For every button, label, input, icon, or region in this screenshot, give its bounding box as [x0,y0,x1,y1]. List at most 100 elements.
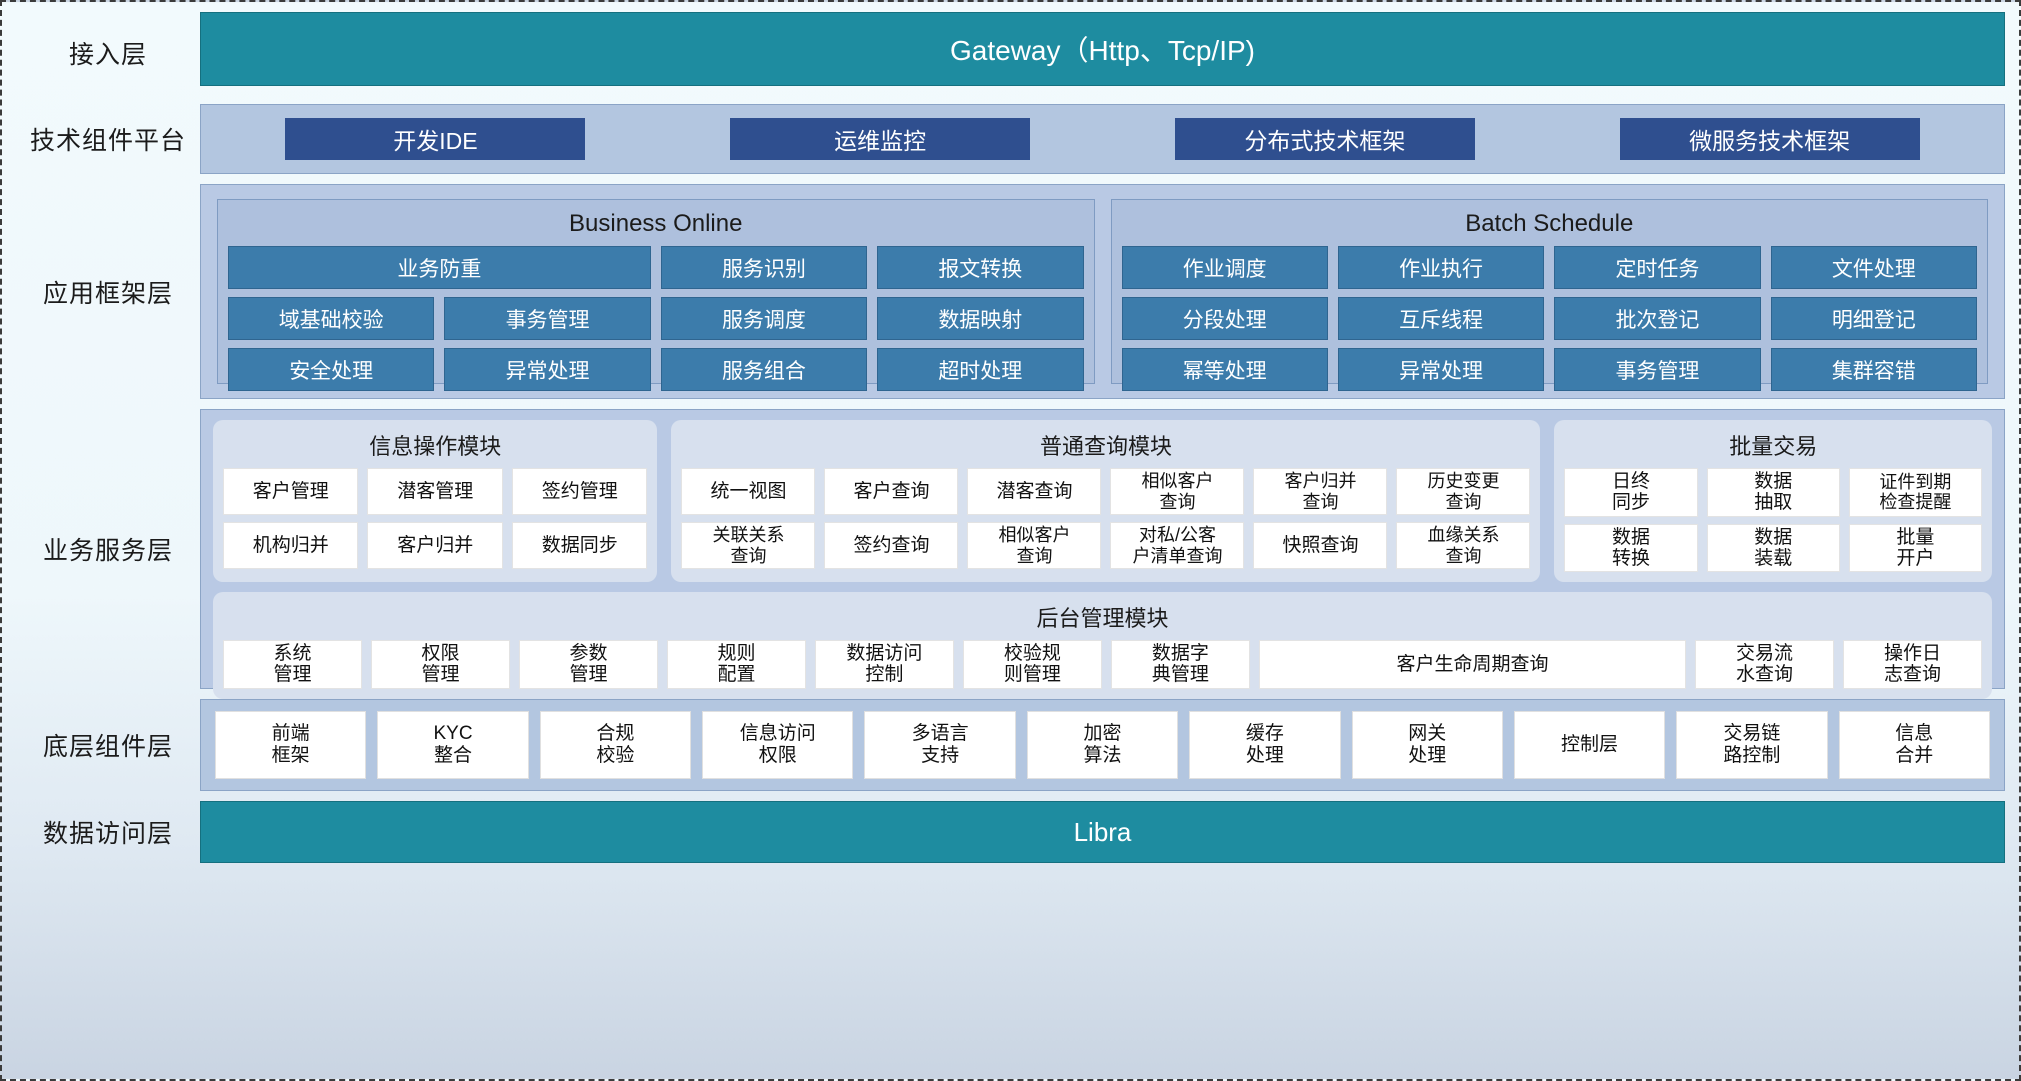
service-cell[interactable]: 相似客户查询 [967,522,1102,569]
service-cell[interactable]: 机构归并 [223,522,359,569]
backoffice-cell[interactable]: 数据字典管理 [1110,640,1250,689]
backoffice-cell[interactable]: 规则配置 [666,640,806,689]
backoffice-cell[interactable]: 操作日志查询 [1843,640,1982,689]
base-component-cell[interactable]: 控制层 [1513,711,1666,779]
service-cell[interactable]: 客户管理 [223,468,359,515]
backoffice-cell[interactable]: 校验规则管理 [962,640,1102,689]
service-cell[interactable]: 签约管理 [511,468,648,515]
base-component-cell[interactable]: 缓存处理 [1189,711,1341,779]
framework-cell[interactable]: 批次登记 [1554,297,1761,340]
layer-body-tech: 开发IDE 运维监控 分布式技术框架 微服务技术框架 [200,104,2005,174]
backoffice-cell[interactable]: 客户生命周期查询 [1258,640,1687,689]
service-cell[interactable]: 签约查询 [824,522,959,569]
service-cell[interactable]: 统一视图 [681,468,816,515]
framework-cell[interactable]: 服务识别 [660,246,868,289]
framework-cell[interactable]: 作业调度 [1121,246,1328,289]
service-cell[interactable]: 关联关系查询 [681,522,816,569]
layer-row-dataaccess: 数据访问层 Libra [16,801,2005,863]
service-cell[interactable]: 数据转换 [1564,523,1698,573]
framework-cell[interactable]: 文件处理 [1770,246,1977,289]
service-cell[interactable]: 潜客查询 [967,468,1102,515]
framework-cell[interactable]: 服务组合 [660,348,868,391]
app-framework-panel-2: Batch Schedule 作业调度作业执行定时任务文件处理分段处理互斥线程批次… [1110,199,1988,391]
service-cell[interactable]: 数据装载 [1706,523,1840,573]
service-cell[interactable]: 数据抽取 [1706,468,1840,517]
service-cell[interactable]: 客户归并 [367,522,503,569]
layer-row-business: 业务服务层 信息操作模块客户管理潜客管理签约管理机构归并客户归并数据同步普通查询… [16,409,2005,699]
framework-cell[interactable]: 明细登记 [1770,297,1977,340]
base-component-cell[interactable]: 合规校验 [539,711,692,779]
framework-cell[interactable]: 安全处理 [228,348,435,391]
base-component-cell[interactable]: 多语言支持 [864,711,1016,779]
framework-cell[interactable]: 数据映射 [877,297,1084,340]
service-cell[interactable]: 客户查询 [824,468,959,515]
backoffice-cell[interactable]: 系统管理 [223,640,362,689]
layer-label-access: 接入层 [68,41,147,69]
framework-cell[interactable]: 域基础校验 [228,297,435,340]
base-component-cell[interactable]: 信息合并 [1838,711,1990,779]
module-title: 批量交易 [1729,434,1818,459]
layer-body-dataaccess: Libra [200,801,2005,863]
backoffice-cell[interactable]: 权限管理 [370,640,510,689]
tech-component-2[interactable]: 运维监控 [730,118,1031,160]
module-title: 后台管理模块 [1036,606,1169,632]
gateway-bar[interactable]: Gateway（Http、Tcp/IP) [200,12,2005,86]
tech-component-1[interactable]: 开发IDE [285,118,586,160]
framework-cell[interactable]: 报文转换 [877,246,1084,289]
service-cell[interactable]: 血缘关系查询 [1396,522,1531,569]
service-cell[interactable]: 客户归并查询 [1253,468,1388,515]
service-cell[interactable]: 数据同步 [511,522,648,569]
service-cell[interactable]: 日终同步 [1564,468,1698,517]
layer-label-dataaccess: 数据访问层 [42,820,173,848]
service-cell[interactable]: 证件到期检查提醒 [1848,468,1982,517]
module-title: 普通查询模块 [1039,434,1172,459]
framework-cell[interactable]: 业务防重 [228,246,651,289]
service-cell[interactable]: 历史变更查询 [1396,468,1531,515]
framework-cell[interactable]: 超时处理 [877,348,1084,391]
service-cell[interactable]: 批量开户 [1848,523,1982,573]
base-component-cell[interactable]: 加密算法 [1026,711,1179,779]
framework-cell[interactable]: 分段处理 [1121,297,1328,340]
base-component-cell[interactable]: 信息访问权限 [702,711,854,779]
spacer [16,174,2005,184]
libra-bar[interactable]: Libra [200,801,2005,863]
backoffice-cell[interactable]: 参数管理 [518,640,658,689]
module-grid: 客户管理潜客管理签约管理机构归并客户归并数据同步 [223,468,648,569]
module-grid: 日终同步数据抽取证件到期检查提醒数据转换数据装载批量开户 [1564,468,1982,573]
service-cell[interactable]: 对私/公客户清单查询 [1110,522,1245,569]
tech-component-4[interactable]: 微服务技术框架 [1619,118,1920,160]
framework-cell[interactable]: 幂等处理 [1121,348,1328,391]
framework-cell[interactable]: 定时任务 [1554,246,1761,289]
tech-component-3[interactable]: 分布式技术框架 [1174,118,1475,160]
base-component-cell[interactable]: 交易链路控制 [1676,711,1828,779]
backoffice-cell[interactable]: 交易流水查询 [1695,640,1835,689]
framework-cell[interactable]: 集群容错 [1770,348,1977,391]
service-cell[interactable]: 相似客户查询 [1110,468,1245,515]
framework-cell[interactable]: 事务管理 [1554,348,1761,391]
framework-cell[interactable]: 服务调度 [660,297,868,340]
panel-title: Batch Schedule [1465,210,1634,237]
framework-cell[interactable]: 异常处理 [444,348,651,391]
panel-grid: 业务防重服务识别报文转换域基础校验事务管理服务调度数据映射安全处理异常处理服务组… [228,246,1084,391]
framework-cell[interactable]: 作业执行 [1337,246,1545,289]
framework-cell[interactable]: 互斥线程 [1337,297,1545,340]
framework-cell[interactable]: 事务管理 [444,297,651,340]
service-cell[interactable]: 快照查询 [1253,522,1388,569]
panel-grid: 作业调度作业执行定时任务文件处理分段处理互斥线程批次登记明细登记幂等处理异常处理… [1121,246,1977,391]
base-component-cell[interactable]: 网关处理 [1351,711,1503,779]
spacer [16,94,2005,104]
backoffice-cell[interactable]: 数据访问控制 [814,640,954,689]
module-title: 信息操作模块 [369,434,502,459]
base-component-cell[interactable]: 前端框架 [215,711,367,779]
service-cell[interactable]: 潜客管理 [367,468,503,515]
framework-cell[interactable]: 异常处理 [1337,348,1545,391]
business-module-1: 信息操作模块客户管理潜客管理签约管理机构归并客户归并数据同步 [213,420,658,583]
